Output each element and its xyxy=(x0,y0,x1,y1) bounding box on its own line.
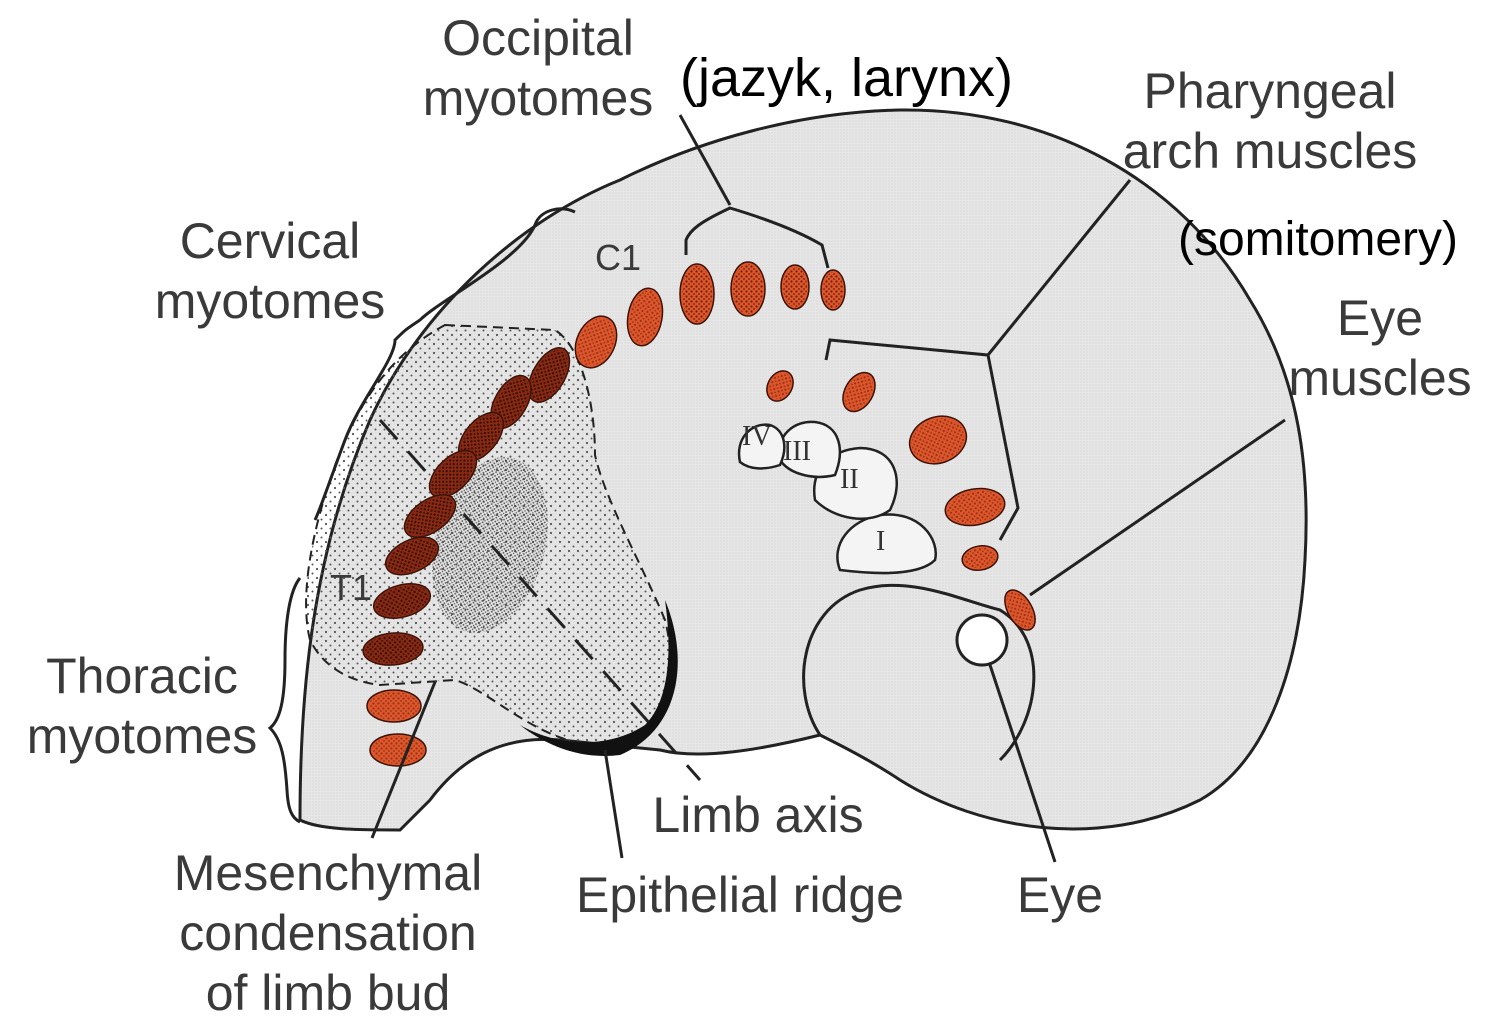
tongue-annotation: (jazyk, larynx) xyxy=(680,48,1013,108)
arch-label-iv: IV xyxy=(742,421,772,452)
eye-circle xyxy=(957,615,1007,665)
myotome-stipple xyxy=(372,736,424,764)
thoracic-label-line2: myotomes xyxy=(27,708,258,764)
myotome-stipple xyxy=(823,272,843,308)
epithelial-ridge-label: Epithelial ridge xyxy=(576,867,904,923)
c1-label: C1 xyxy=(595,237,641,278)
occipital-label-line2: myotomes xyxy=(423,70,654,126)
mesenchymal-label-line1: Mesenchymal xyxy=(174,845,482,901)
occipital-label-line1: Occipital xyxy=(442,10,634,66)
eye-label: Eye xyxy=(1017,867,1103,923)
eye-muscles-label-line2: muscles xyxy=(1288,350,1471,406)
thoracic-label-line1: Thoracic xyxy=(46,648,238,704)
limb-axis-label: Limb axis xyxy=(652,787,863,843)
epithelial-leader xyxy=(605,750,622,858)
arch-label-ii: II xyxy=(840,464,859,495)
eye-muscles-label-line1: Eye xyxy=(1337,290,1423,346)
cervical-label-line1: Cervical xyxy=(180,213,361,269)
thoracic-bracket xyxy=(270,578,300,822)
t1-label: T1 xyxy=(330,567,372,608)
mesenchymal-label-line3: of limb bud xyxy=(206,965,451,1018)
myotome-stipple xyxy=(733,264,763,314)
cervical-label-line2: myotomes xyxy=(155,273,386,329)
arch-label-i: I xyxy=(876,526,885,557)
arch-label-iii: III xyxy=(783,436,811,467)
somitomeres-annotation: (somitomery) xyxy=(1178,213,1458,266)
myotome-stipple xyxy=(369,692,419,720)
pharyngeal-label-line2: arch muscles xyxy=(1123,123,1418,179)
mesenchymal-label-line2: condensation xyxy=(179,905,476,961)
pharyngeal-label-line1: Pharyngeal xyxy=(1144,63,1397,119)
myotome-stipple xyxy=(783,267,807,307)
myotome-stipple xyxy=(682,266,712,322)
